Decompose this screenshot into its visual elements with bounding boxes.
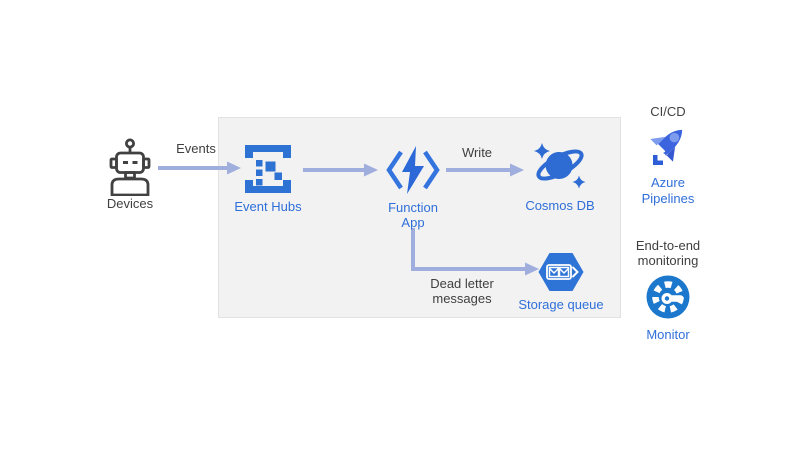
storage-queue-label: Storage queue bbox=[518, 297, 604, 312]
cicd-caption: CI/CD bbox=[650, 104, 686, 119]
node-monitor: End-to-end monitoring Monitor bbox=[622, 238, 714, 342]
dead-letter-edge-label: Dead letter messages bbox=[430, 276, 494, 307]
node-storage-queue: Storage queue bbox=[511, 252, 611, 312]
node-cosmos-db: Cosmos DB bbox=[522, 137, 598, 213]
event-hubs-icon bbox=[245, 145, 291, 193]
events-edge-label: Events bbox=[176, 141, 216, 156]
cosmos-db-label: Cosmos DB bbox=[525, 198, 595, 213]
node-devices: Devices bbox=[96, 138, 164, 211]
node-event-hubs: Event Hubs bbox=[230, 144, 306, 214]
node-azure-pipelines: CI/CD Azure Pipelines bbox=[628, 104, 708, 206]
cosmos-db-icon bbox=[534, 143, 586, 189]
robot-icon bbox=[109, 138, 151, 196]
write-edge-label: Write bbox=[461, 145, 493, 160]
devices-label: Devices bbox=[106, 196, 154, 211]
function-app-icon bbox=[386, 146, 440, 194]
azure-pipelines-label: Azure Pipelines bbox=[641, 175, 695, 206]
monitor-label: Monitor bbox=[646, 326, 690, 342]
function-app-label: Function App bbox=[388, 200, 438, 231]
gauge-icon bbox=[646, 275, 690, 319]
node-function-app: Function App bbox=[378, 145, 448, 231]
rocket-icon bbox=[650, 130, 683, 166]
event-hubs-label: Event Hubs bbox=[234, 199, 302, 214]
monitoring-caption: End-to-end monitoring bbox=[635, 238, 701, 269]
storage-queue-icon bbox=[538, 253, 584, 291]
